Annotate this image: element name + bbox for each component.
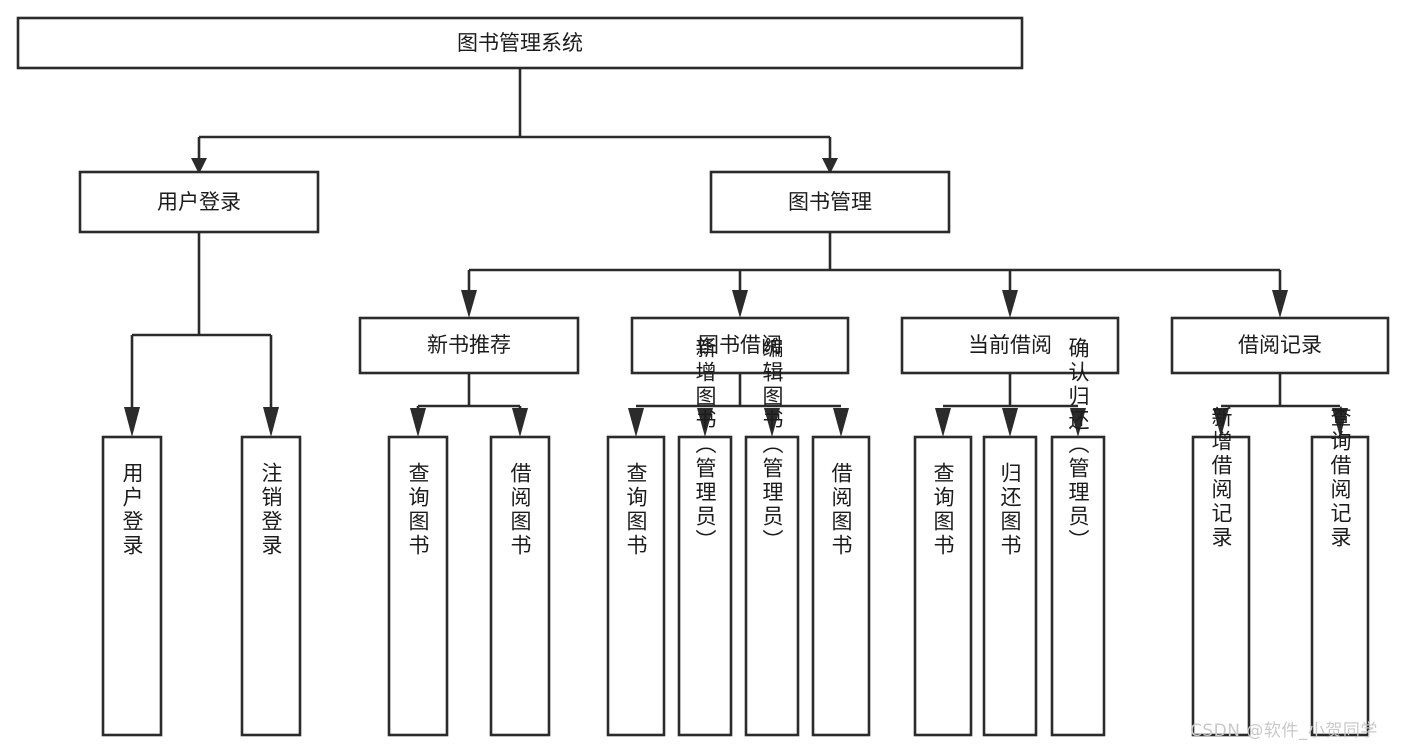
leaf-user-login-logout-label: 注销登录: [259, 462, 283, 558]
node-borrow-record[interactable]: 借阅记录: [1170, 316, 1390, 375]
arrow-borrow-leaf-1: [628, 408, 644, 437]
csdn-watermark: CSDN @软件_小贺同学: [1190, 721, 1378, 741]
leaf-current-query-book-box: [913, 435, 973, 737]
leaf-current-query-book-label: 查询图书: [931, 462, 955, 558]
arrow-current-leaf-3: [1070, 408, 1086, 437]
leaf-record-query-record-label: 查询借阅记录: [1328, 406, 1352, 550]
leaf-borrow-query-book-box: [606, 435, 666, 737]
leaf-user-login-logout[interactable]: 注销登录: [240, 435, 302, 737]
leaf-borrow-borrow-book-box: [811, 435, 871, 737]
node-borrow-record-label: 借阅记录: [1238, 333, 1322, 357]
node-user-login[interactable]: 用户登录: [78, 170, 320, 234]
leaf-record-query-record-box: [1310, 435, 1370, 737]
leaf-record-add-record-box: [1191, 435, 1251, 737]
node-book-management-label: 图书管理: [788, 190, 872, 214]
arrow-record-leaf-1: [1213, 408, 1229, 437]
arrow-current-leaf-1: [935, 408, 951, 437]
leaf-user-login-login[interactable]: 用户登录: [101, 435, 163, 737]
node-root-book-management-system[interactable]: 图书管理系统: [16, 16, 1024, 70]
leaf-new-book-borrow[interactable]: 借阅图书: [489, 435, 551, 737]
node-new-book-recommend[interactable]: 新书推荐: [358, 316, 580, 375]
node-book-management-box: [709, 170, 951, 234]
leaf-borrow-query-book-label: 查询图书: [624, 462, 648, 558]
leaf-current-confirm-return-label: 确认归还（管理员）: [1066, 337, 1090, 553]
arrow-book-mgmt-to-borrow: [732, 290, 748, 318]
connector-layer: [124, 68, 1348, 437]
arrow-user-login-leaf-2: [263, 407, 279, 437]
arrow-book-mgmt-to-record: [1272, 290, 1288, 318]
arrow-record-leaf-2: [1332, 408, 1348, 437]
leaf-record-add-record[interactable]: 新增借阅记录: [1191, 406, 1251, 737]
leaf-record-query-record[interactable]: 查询借阅记录: [1310, 406, 1370, 737]
leaf-borrow-borrow-book[interactable]: 借阅图书: [811, 435, 871, 737]
arrow-book-mgmt-to-new-book: [461, 290, 477, 318]
leaf-user-login-logout-box: [240, 435, 302, 737]
arrow-root-to-book-mgmt: [822, 158, 838, 174]
leaf-current-query-book[interactable]: 查询图书: [913, 435, 973, 737]
node-current-borrow-label: 当前借阅: [968, 333, 1052, 357]
node-user-login-box: [78, 170, 320, 234]
node-root-box: [16, 16, 1024, 70]
leaf-new-book-borrow-label: 借阅图书: [508, 462, 532, 558]
arrow-book-mgmt-to-current: [1002, 290, 1018, 318]
leaf-borrow-edit-book[interactable]: 编辑图书（管理员）: [744, 337, 800, 737]
leaf-borrow-borrow-book-label: 借阅图书: [829, 462, 853, 558]
node-book-borrow[interactable]: 图书借阅: [630, 316, 850, 375]
leaf-borrow-query-book[interactable]: 查询图书: [606, 435, 666, 737]
node-root-label: 图书管理系统: [457, 31, 583, 55]
node-book-management[interactable]: 图书管理: [709, 170, 951, 234]
leaf-borrow-edit-book-label: 编辑图书（管理员）: [760, 337, 784, 553]
node-current-borrow-box: [900, 316, 1120, 375]
leaf-current-confirm-return[interactable]: 确认归还（管理员）: [1050, 337, 1106, 737]
leaf-current-confirm-return-box: [1050, 435, 1106, 737]
leaf-new-book-borrow-box: [489, 435, 551, 737]
node-borrow-record-box: [1170, 316, 1390, 375]
arrow-borrow-leaf-3: [764, 408, 780, 437]
node-new-book-recommend-label: 新书推荐: [427, 333, 511, 357]
arrow-new-book-leaf-1: [410, 408, 426, 437]
leaf-user-login-login-label: 用户登录: [120, 462, 144, 558]
leaf-borrow-add-book-box: [677, 435, 733, 737]
arrow-new-book-leaf-2: [512, 408, 528, 437]
leaf-record-add-record-label: 新增借阅记录: [1209, 406, 1233, 550]
leaf-user-login-login-box: [101, 435, 163, 737]
leaf-new-book-query-label: 查询图书: [406, 462, 430, 558]
leaf-borrow-add-book-label: 新增图书（管理员）: [693, 337, 717, 553]
leaf-current-return-book-label: 归还图书: [998, 462, 1022, 558]
leaf-new-book-query[interactable]: 查询图书: [387, 435, 449, 737]
leaf-new-book-query-box: [387, 435, 449, 737]
arrow-root-to-user-login: [191, 158, 207, 174]
arrow-borrow-leaf-2: [697, 408, 713, 437]
arrow-borrow-leaf-4: [833, 408, 849, 437]
node-book-borrow-box: [630, 316, 850, 375]
leaf-borrow-edit-book-box: [744, 435, 800, 737]
node-user-login-label: 用户登录: [157, 190, 241, 214]
leaf-borrow-add-book[interactable]: 新增图书（管理员）: [677, 337, 733, 737]
arrow-current-leaf-2: [1002, 408, 1018, 437]
node-new-book-recommend-box: [358, 316, 580, 375]
leaf-current-return-book-box: [982, 435, 1038, 737]
node-book-borrow-label: 图书借阅: [698, 333, 782, 357]
arrow-user-login-leaf-1: [124, 407, 140, 437]
leaf-current-return-book[interactable]: 归还图书: [982, 435, 1038, 737]
node-current-borrow[interactable]: 当前借阅: [900, 316, 1120, 375]
